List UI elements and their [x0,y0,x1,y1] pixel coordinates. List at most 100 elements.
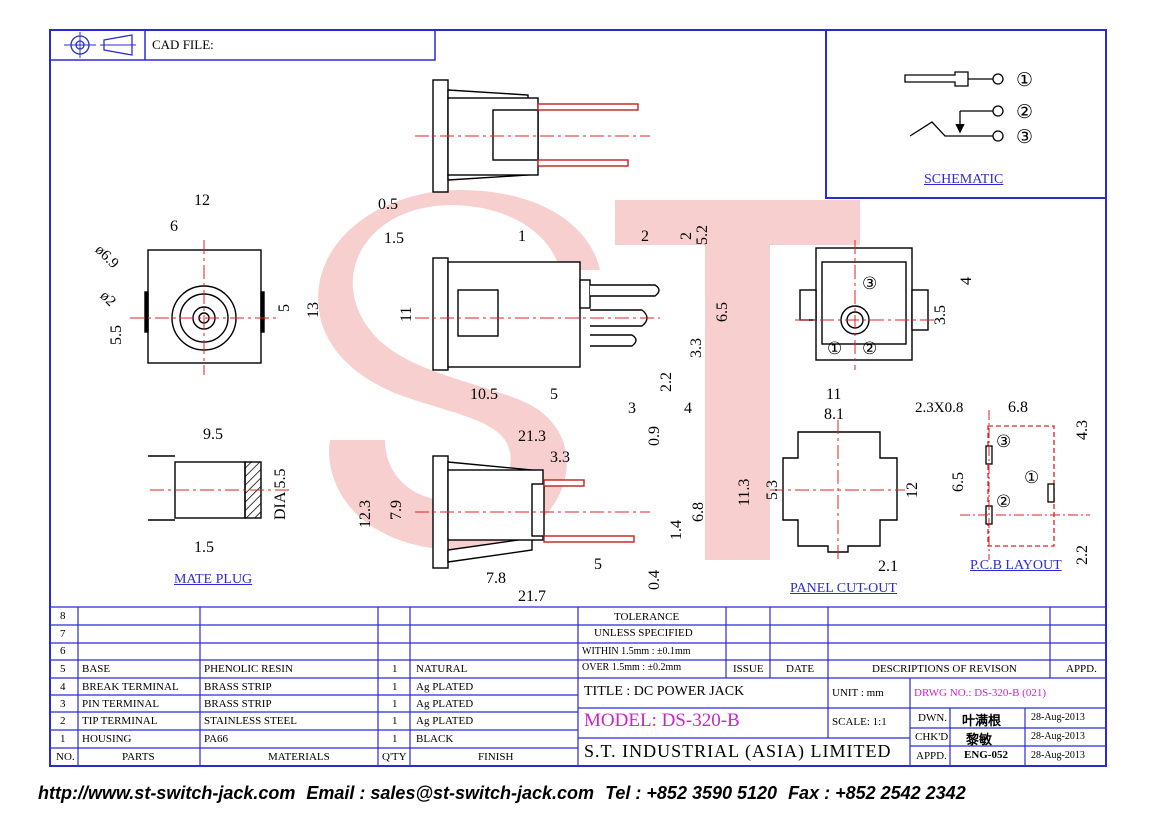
tolerance-subtitle: UNLESS SPECIFIED [594,627,693,639]
table-cell: Ag PLATED [416,681,474,693]
table-cell: BREAK TERMINAL [82,681,179,693]
unit-label: UNIT : mm [832,687,884,699]
dim-label: 4 [958,277,975,285]
cad-file-label: CAD FILE: [152,37,214,52]
dim-label: 12 [194,192,210,209]
dim-label: 2.3X0.8 [915,400,964,416]
drawing-number: DRWG NO.: DS-320-B (021) [914,687,1046,699]
top-view [415,79,650,193]
dim-label: 3.5 [932,305,949,325]
table-header-no: NO. [56,751,75,763]
dim-label: 3.3 [688,338,705,358]
table-cell: 1 [60,733,66,745]
panel-cutout-view [770,420,905,560]
dim-label: 2.1 [878,558,898,575]
scale-label: SCALE: 1:1 [832,716,887,728]
dim-label: 5.5 [108,325,125,345]
schematic-pin-1: ① [1016,70,1034,91]
front-view [130,240,280,375]
chkd-label: CHK'D [915,731,949,743]
dim-label: 0.5 [378,196,398,213]
dim-label: 0.4 [646,570,663,590]
tolerance-title: TOLERANCE [614,611,680,623]
tolerance-line-2: OVER 1.5mm : ±0.2mm [582,662,682,673]
mate-plug-label: MATE PLUG [174,572,253,587]
dim-label: 5.2 [694,225,711,245]
pcb-pin-2: ② [996,492,1012,511]
table-cell: PA66 [204,733,229,745]
table-cell: 8 [60,610,66,622]
dim-label: 1 [518,228,526,245]
bottom-view [415,455,650,569]
table-cell: Ag PLATED [416,698,474,710]
dim-label: 5 [276,304,293,312]
chkd-name: 黎敏 [966,732,993,747]
dim-label: 21.3 [518,428,546,445]
dwn-name: 叶满根 [962,713,1002,728]
dim-label: 7.8 [486,570,506,587]
table-cell: 7 [60,628,66,640]
appd-date: 28-Aug-2013 [1031,750,1085,761]
dim-label: DIA 5.5 [272,468,289,520]
table-cell: 3 [60,698,66,710]
website-link[interactable]: http://www.st-switch-jack.com [38,783,296,803]
pcb-pin-3: ③ [996,432,1012,451]
appd-label: APPD. [916,750,947,762]
revision-desc: DESCRIPTIONS OF REVISON [872,663,1017,675]
table-header-finish: FINISH [478,751,514,763]
dim-label: 5.3 [764,480,781,500]
table-header-parts: PARTS [122,751,155,763]
table-cell: 1 [392,733,398,745]
dim-label: 3.3 [550,449,570,466]
pin-1-label: ① [827,339,843,358]
table-cell: 1 [392,715,398,727]
table-header-materials: MATERIALS [268,751,330,763]
appd-name: ENG-052 [964,749,1008,761]
dim-label: 6 [170,218,178,235]
table-cell: 1 [392,698,398,710]
table-cell: Ag PLATED [416,715,474,727]
dim-label: 10.5 [470,386,498,403]
dim-label: 5 [550,386,558,403]
revision-date: DATE [786,663,815,675]
tolerance-line-1: WITHIN 1.5mm : ±0.1mm [582,646,691,657]
dim-label: 7.9 [388,500,405,520]
chkd-date: 28-Aug-2013 [1031,731,1085,742]
dim-label: 6.5 [714,302,731,322]
table-cell: NATURAL [416,663,468,675]
contact-footer: http://www.st-switch-jack.com Email : sa… [38,783,972,804]
dim-label: 13 [305,302,322,318]
table-cell: 2 [60,715,66,727]
table-cell: 5 [60,663,66,675]
email-text[interactable]: Email : sales@st-switch-jack.com [306,783,595,803]
dim-label: 2.2 [1074,545,1091,565]
dim-label: 6.5 [950,472,967,492]
dim-label: 0.9 [646,426,663,446]
dim-label: 6.8 [690,502,707,522]
dim-label: 11 [826,386,842,403]
model-name: MODEL: DS-320-B [584,710,740,731]
dim-label: 12.3 [357,500,374,528]
table-header-qty: Q'TY [382,751,407,763]
mate-plug-view [148,455,290,521]
dim-label: 12 [904,482,921,498]
dim-label: 3 [628,400,636,417]
table-cell: STAINLESS STEEL [204,715,297,727]
dim-label: 2 [641,228,649,245]
dim-label: 9.5 [203,426,223,443]
table-cell: PHENOLIC RESIN [204,663,293,675]
dim-label: 8.1 [824,406,844,423]
projection-symbol-icon [64,32,136,58]
table-cell: BRASS STRIP [204,698,272,710]
pcb-layout-view [960,410,1090,560]
pin-3-label: ③ [862,274,878,293]
tel-text: Tel : +852 3590 5120 [605,783,778,803]
table-cell: 6 [60,645,66,657]
schematic-pin-2: ② [1016,102,1034,123]
side-view [415,257,660,371]
dim-label: 6.8 [1008,399,1028,416]
table-grid [50,606,1106,766]
table-cell: 1 [392,681,398,693]
revision-issue: ISSUE [733,663,764,675]
